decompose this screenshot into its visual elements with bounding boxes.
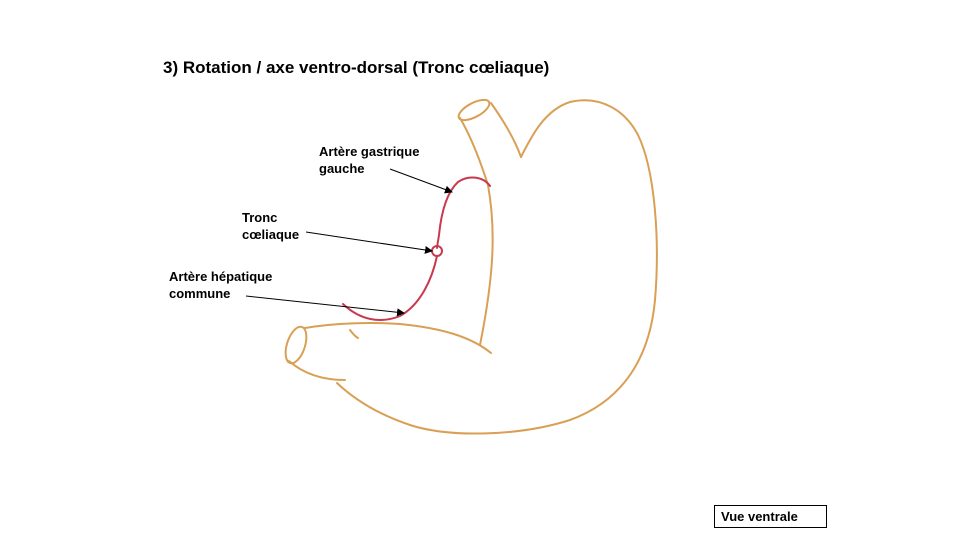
label-left-gastric-artery: Artère gastrique gauche xyxy=(319,144,420,176)
duodenum-lower-wall xyxy=(288,360,346,381)
label-common-hepatic-artery: Artère hépatique commune xyxy=(169,269,273,301)
leader-arrows xyxy=(245,168,453,317)
antrum-upper-contour xyxy=(304,322,492,354)
view-label-box: Vue ventrale xyxy=(714,505,827,528)
greater-curvature xyxy=(336,99,658,435)
slide-title: 3) Rotation / axe ventro-dorsal (Tronc c… xyxy=(163,58,550,77)
pyloric-fold xyxy=(349,329,359,339)
arrow-hepatic xyxy=(245,295,405,317)
common-hepatic-artery xyxy=(342,255,438,321)
arrow-gastric xyxy=(389,168,453,194)
stomach-outline xyxy=(284,98,658,435)
esophagus-opening xyxy=(457,98,491,122)
duodenum-opening xyxy=(284,325,308,365)
arrow-tronc xyxy=(305,231,433,254)
left-gastric-artery xyxy=(436,176,491,249)
lesser-curvature xyxy=(459,117,494,346)
label-celiac-trunk: Tronc cœliaque xyxy=(242,210,300,242)
esophagus-right-wall xyxy=(490,102,522,158)
